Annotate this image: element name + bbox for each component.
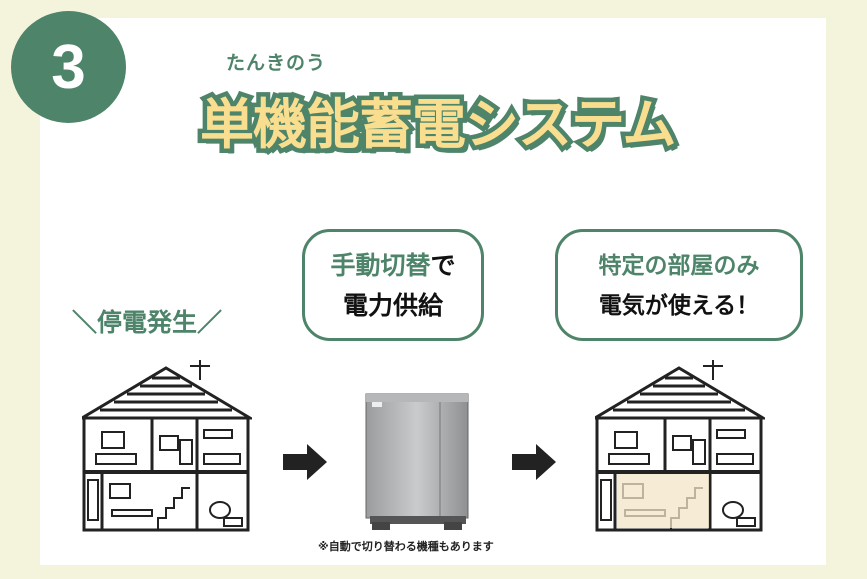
callout-text: で — [430, 251, 456, 280]
step-number-badge: 3 — [11, 11, 126, 123]
arrow-right-icon — [512, 444, 556, 480]
callout-text: 手動切替 — [330, 251, 431, 280]
arrow-right-icon — [283, 444, 327, 480]
house-before-outage — [82, 360, 252, 532]
footnote-caption: ※自動で切り替わる機種もあります — [318, 540, 494, 553]
powered-room-highlight — [617, 474, 709, 528]
specific-room-callout: 特定の部屋のみ 電気が使える！ — [555, 229, 803, 341]
house-after-backup — [595, 360, 765, 532]
callout-text: 特定の部屋のみ — [598, 253, 760, 279]
manual-switch-callout: 手動切替で 電力供給 — [302, 229, 484, 341]
page-title: 単機能蓄電システム — [195, 89, 680, 161]
callout-text: 電力供給 — [342, 291, 443, 320]
callout-text: 電気が使える！ — [598, 293, 760, 319]
title-furigana: たんきのう — [226, 52, 327, 74]
outage-label: ＼停電発生／ — [72, 308, 223, 337]
storage-battery-unit — [365, 393, 469, 530]
